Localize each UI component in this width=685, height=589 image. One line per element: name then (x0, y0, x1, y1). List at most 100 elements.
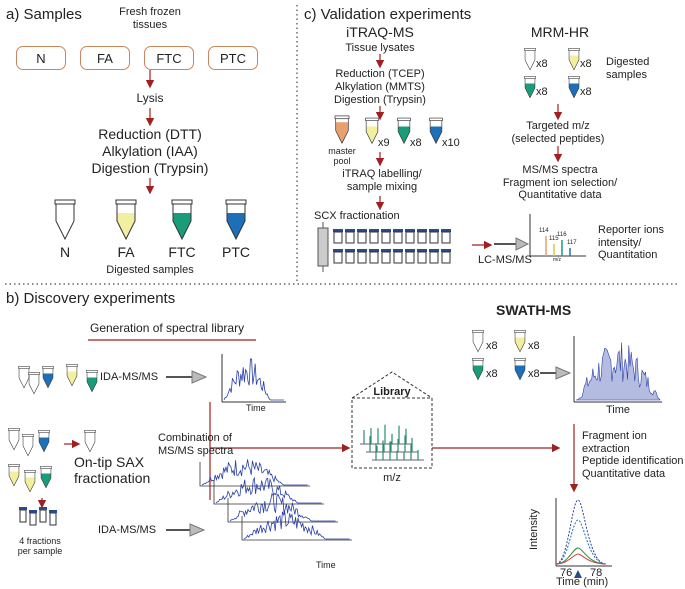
itraq-lysates: Tissue lysates (345, 42, 415, 54)
mrm-count-2: x8 (580, 58, 592, 70)
tube-label-fa: FA (117, 244, 135, 260)
reporter-ions-text: Reporter ions intensity/ Quantitation (598, 224, 665, 262)
scx-vial-cap (429, 229, 439, 232)
tube-label-ptc: PTC (222, 244, 250, 260)
stack-axis (199, 462, 310, 487)
lc-msms-instrument (494, 237, 530, 251)
scx-vial-cap (417, 229, 427, 232)
scx-vial (405, 231, 415, 244)
scx-column (317, 222, 329, 272)
lysis-step: Lysis (136, 91, 164, 105)
itraq-count-ptc: x10 (442, 137, 460, 149)
samples-source: Fresh frozen tissues (119, 6, 181, 31)
scx-vial (369, 251, 379, 264)
itraq-arrows (375, 54, 493, 250)
discovery-heading: b) Discovery experiments (6, 290, 176, 307)
master-pool-label: master pool (328, 146, 356, 167)
digested-samples-label: Digested samples (106, 264, 194, 276)
itraq-tubes (334, 115, 443, 144)
section-dividers (5, 5, 680, 285)
stack-trace (229, 492, 336, 522)
on-tip-sax: On-tip SAX fractionation (74, 454, 151, 487)
scx-vial-cap (405, 249, 415, 252)
scx-vial (441, 231, 451, 244)
scx-vial (405, 251, 415, 264)
spectral-library-house (351, 371, 433, 469)
tube-label-ftc: FTC (168, 244, 196, 260)
scx-vial-cap (381, 249, 391, 252)
itraq-count-ftc: x8 (410, 137, 422, 149)
scx-vial-cap (405, 229, 415, 232)
ida-instrument-2 (166, 523, 206, 537)
box-fa: FA (80, 46, 130, 70)
swath-instrument (540, 366, 572, 380)
stack-axis (241, 516, 352, 541)
tube-fa (115, 199, 137, 240)
itraq-labelling: iTRAQ labelling/ sample mixing (342, 168, 422, 193)
sax-fraction-vials (19, 507, 57, 526)
mrm-title: MRM-HR (530, 24, 590, 40)
scx-vial (393, 231, 403, 244)
xic-tick-76: 76 (560, 567, 573, 579)
scx-vial (357, 251, 367, 264)
scx-vial (441, 251, 451, 264)
library-label: Library (373, 386, 411, 398)
mrm-count-1: x8 (536, 58, 548, 70)
mrm-count-4: x8 (580, 86, 592, 98)
scx-fractionation-label: SCX fractionation (314, 210, 400, 222)
scx-vial (417, 251, 427, 264)
swath-count-2: x8 (528, 340, 540, 352)
itraq-step-alkylation: Alkylation (MMTS) (335, 81, 425, 93)
scx-vial-cap (381, 229, 391, 232)
combination-label: Combination of MS/MS spectra (158, 432, 234, 457)
scx-vial-cap (369, 229, 379, 232)
mrm-tubes (524, 48, 580, 99)
ida-instrument-1 (166, 370, 208, 384)
box-n: N (16, 46, 66, 70)
itraq-title: iTRAQ-MS (346, 24, 414, 40)
swath-count-3: x8 (486, 368, 498, 380)
swath-count-4: x8 (528, 368, 540, 380)
library-mz-label: m/z (383, 472, 401, 484)
scx-vial (429, 231, 439, 244)
ida-msms-1: IDA-MS/MS (100, 371, 159, 383)
scx-vial-cap (333, 229, 343, 232)
scx-vial (369, 231, 379, 244)
mrm-digested-label: Digested samples (606, 56, 650, 81)
stack-trace (243, 510, 350, 540)
itraq-ftc-tube (397, 117, 411, 144)
scx-vial-cap (417, 249, 427, 252)
reporter-115: 115 (549, 236, 559, 242)
box-ftc: FTC (144, 46, 194, 70)
mrm-count-3: x8 (536, 86, 548, 98)
ida-chromatogram (221, 354, 286, 403)
reporter-114: 114 (539, 228, 549, 234)
samples-step-reduction: Reduction (DTT) (98, 126, 202, 142)
reporter-117: 117 (567, 240, 577, 246)
xic-intensity-label: Intensity (528, 509, 540, 550)
swath-tubes (472, 330, 526, 381)
itraq-step-digestion: Digestion (Trypsin) (334, 94, 426, 106)
fragment-extraction-text: Fragment ion extraction Peptide identifi… (582, 430, 684, 480)
scx-vial-cap (369, 249, 379, 252)
stack-trace (215, 476, 322, 504)
scx-vial (381, 251, 391, 264)
scx-vial (345, 251, 355, 264)
stack-axis (227, 498, 338, 523)
fractions-label: 4 fractions per sample (17, 536, 63, 557)
reporter-116: 116 (557, 232, 567, 238)
scx-vial-cap (429, 249, 439, 252)
scx-vial (417, 231, 427, 244)
samples-step-alkylation: Alkylation (IAA) (102, 143, 198, 159)
box-ptc: PTC (208, 46, 258, 70)
scx-vial-cap (393, 249, 403, 252)
reporter-ion-spectrum (529, 214, 586, 257)
itraq-fa-tube (365, 117, 379, 144)
digested-sample-tubes (54, 199, 247, 240)
master-pool-tube (334, 115, 350, 144)
library-tubes-bottom (8, 428, 96, 493)
samples-step-digestion: Digestion (Trypsin) (91, 160, 209, 176)
xic-tick-78: 78 (590, 567, 603, 579)
scx-vial (333, 251, 343, 264)
